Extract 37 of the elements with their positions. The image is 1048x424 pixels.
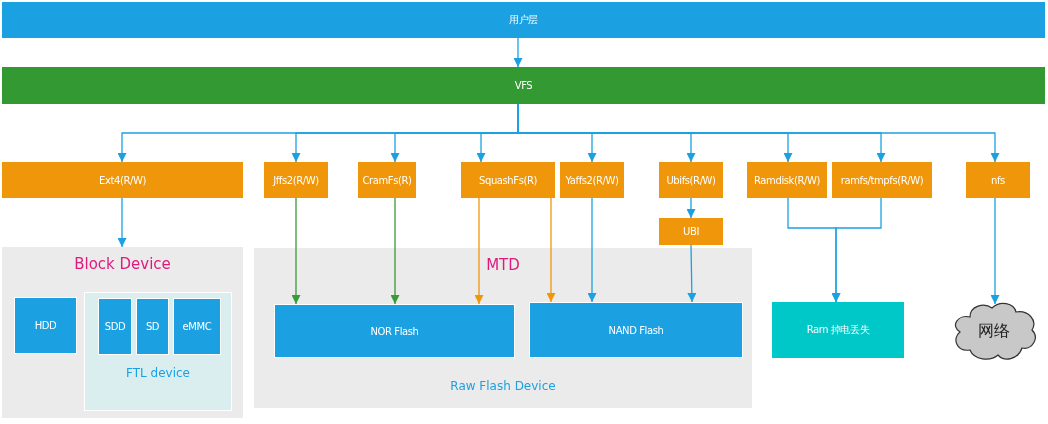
filesystem-box: ramfs/tmpfs(R/W) <box>832 162 932 198</box>
arrow <box>686 197 696 219</box>
layer-box: UBI <box>659 218 723 245</box>
arrow <box>831 197 882 303</box>
filesystem-box: Yaffs2(R/W) <box>560 162 624 198</box>
filesystem-box: Ext4(R/W) <box>2 162 243 198</box>
device-box: eMMC <box>173 298 221 355</box>
arrow <box>587 197 597 303</box>
filesystem-box: nfs <box>966 162 1030 198</box>
group-panel <box>84 292 232 411</box>
arrow <box>291 197 301 305</box>
arrow <box>513 37 523 68</box>
group-title: Block Device <box>73 255 172 273</box>
memory-box: Ram 掉电丢失 <box>772 302 904 358</box>
arrow <box>390 197 400 305</box>
device-box: SD <box>136 298 169 355</box>
layer-bar: VFS <box>2 67 1045 104</box>
layer-bar: 用户层 <box>2 2 1045 38</box>
device-box: HDD <box>14 297 77 354</box>
arrow <box>687 244 697 303</box>
filesystem-box: Jffs2(R/W) <box>264 162 328 198</box>
filesystem-box: Ubifs(R/W) <box>659 162 723 198</box>
group-title: MTD <box>485 256 521 274</box>
device-box: NAND Flash <box>529 302 743 358</box>
group-title: FTL device <box>125 366 191 380</box>
filesystem-box: SquashFs(R) <box>461 162 555 198</box>
device-box: NOR Flash <box>274 304 515 358</box>
arrow <box>117 197 127 248</box>
arrow <box>474 197 484 305</box>
group-footer: Raw Flash Device <box>254 379 752 393</box>
arrow <box>990 197 1000 305</box>
group-panel <box>2 247 243 418</box>
device-box: SDD <box>98 298 132 355</box>
arrow <box>546 197 556 303</box>
filesystem-box: Ramdisk(R/W) <box>747 162 827 198</box>
group-panel <box>254 248 752 408</box>
filesystem-box: CramFs(R) <box>358 162 416 198</box>
